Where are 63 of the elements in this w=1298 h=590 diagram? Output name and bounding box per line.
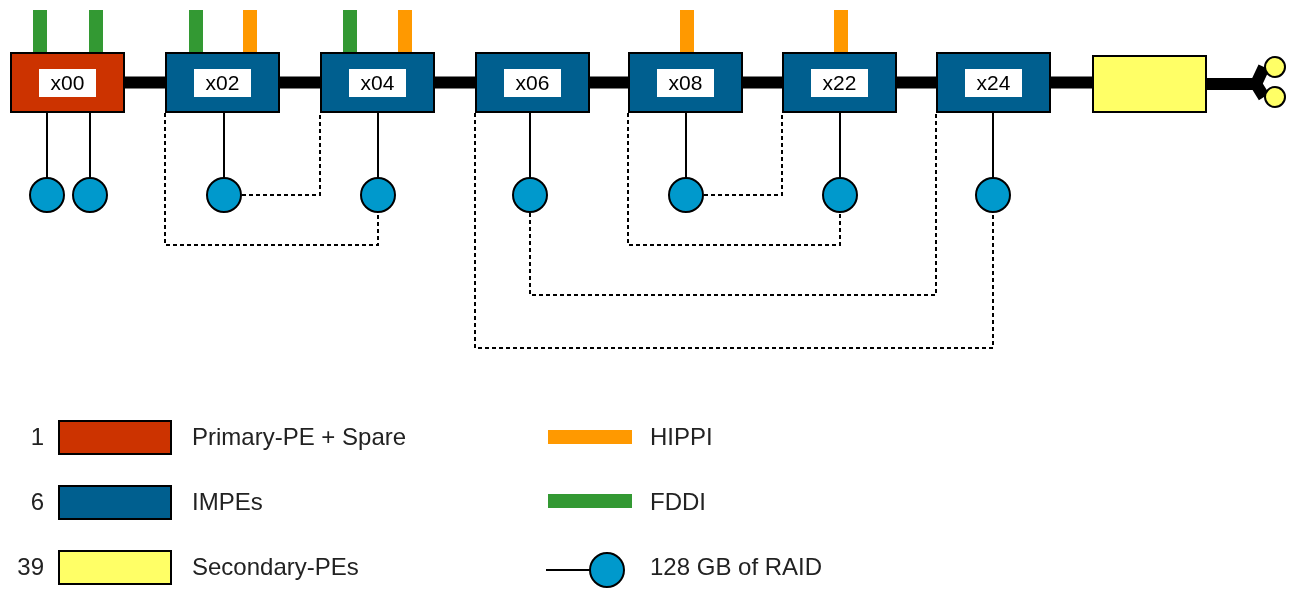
connector-line <box>992 112 994 178</box>
node-label: x06 <box>503 68 562 97</box>
connector-line <box>377 112 379 178</box>
dashed-connector <box>474 112 994 349</box>
connector-line <box>839 112 841 178</box>
node-label: x08 <box>656 68 715 97</box>
disk-circle <box>822 177 858 213</box>
bus-line <box>897 76 936 89</box>
connector-line <box>529 112 531 178</box>
disk-circle <box>360 177 396 213</box>
processor-box <box>1092 55 1207 113</box>
processor-box <box>936 52 1051 113</box>
interface-bar <box>89 10 103 52</box>
node-label: x00 <box>38 68 97 97</box>
legend-label: IMPEs <box>192 487 263 517</box>
count-number: 39 <box>17 552 44 582</box>
node-label: x22 <box>810 68 869 97</box>
bus-line <box>743 76 782 89</box>
node-label: x04 <box>348 68 407 97</box>
count-number: 6 <box>30 487 44 517</box>
legend-label: Secondary-PEs <box>192 552 359 582</box>
legend-label: 128 GB of RAID <box>650 552 823 582</box>
interface-bar <box>398 10 412 52</box>
processor-box <box>475 52 590 113</box>
dashed-connector <box>164 112 379 246</box>
dashed-connector <box>703 112 783 196</box>
processor-box <box>782 52 897 113</box>
disk-circle <box>1264 56 1286 78</box>
disk-circle <box>29 177 65 213</box>
bus-line <box>125 76 165 89</box>
disk-circle <box>512 177 548 213</box>
interface-bar <box>243 10 257 52</box>
connector-line <box>685 112 687 178</box>
connector-line <box>223 112 225 178</box>
disk-circle <box>975 177 1011 213</box>
dashed-connector <box>241 112 321 196</box>
bus-line <box>590 76 628 89</box>
disk-circle <box>72 177 108 213</box>
connector-line <box>89 112 91 178</box>
bus-line <box>280 76 320 89</box>
processor-box <box>165 52 280 113</box>
dashed-connector <box>529 112 937 296</box>
connector-line <box>46 112 48 178</box>
node-label: x24 <box>964 68 1023 97</box>
processor-box <box>628 52 743 113</box>
interface-bar <box>680 10 694 52</box>
interface-bar <box>33 10 47 52</box>
disk-circle <box>668 177 704 213</box>
interface-bar <box>189 10 203 52</box>
disk-circle <box>1264 86 1286 108</box>
dashed-connector <box>627 112 841 246</box>
interface-bar <box>343 10 357 52</box>
bus-line <box>1051 76 1092 89</box>
legend-label: HIPPI <box>650 422 713 452</box>
count-number: 1 <box>30 422 44 452</box>
node-label: x02 <box>193 68 252 97</box>
processor-box <box>10 52 125 113</box>
interface-bar <box>834 10 848 52</box>
legend-label: Primary-PE + Spare <box>192 422 407 452</box>
legend-label: FDDI <box>650 487 706 517</box>
bus-line <box>435 76 475 89</box>
disk-circle <box>206 177 242 213</box>
processor-box <box>320 52 435 113</box>
